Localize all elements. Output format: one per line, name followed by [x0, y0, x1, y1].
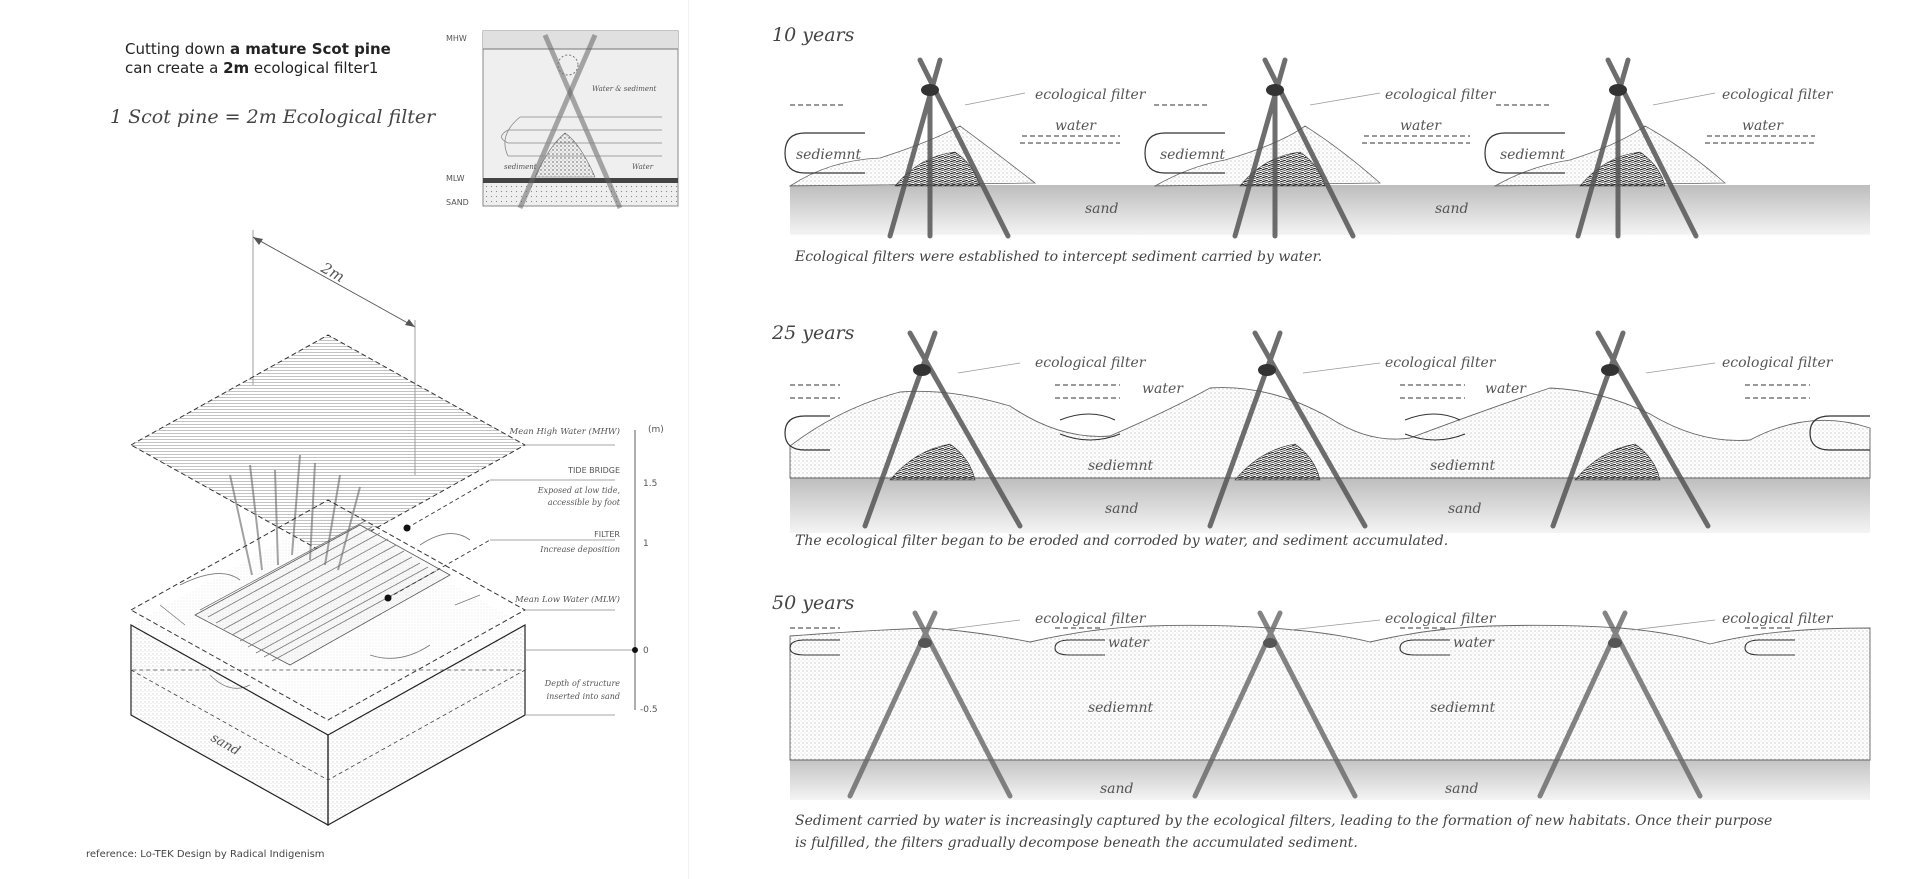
dimension-2m: 2m	[317, 258, 347, 286]
sand-band	[790, 478, 1870, 533]
sediment-label: sediemnt	[1500, 147, 1565, 163]
filter-label: ecological filter	[1035, 87, 1147, 103]
panel-caption: The ecological filter began to be eroded…	[795, 533, 1449, 549]
water-label: water	[1108, 635, 1150, 651]
sediment-body	[789, 387, 1871, 479]
debris-piles	[889, 443, 1661, 481]
leader-lines	[964, 92, 1716, 106]
section-sediment: sediment	[504, 163, 537, 171]
section-mlw: MLW	[446, 174, 465, 183]
sand-label: sand	[1448, 501, 1482, 517]
scale-unit: (m)	[648, 425, 664, 435]
section-water: Water	[632, 163, 654, 171]
tripod-bindings	[921, 84, 1627, 96]
section-debris	[534, 132, 596, 178]
panel-title: 25 years	[772, 322, 855, 344]
leader-lines	[957, 362, 1716, 374]
timeline-illustration-25: ecological filter ecological filter ecol…	[784, 330, 1871, 533]
water-label: water	[1142, 381, 1184, 397]
sand-label: sand	[1100, 781, 1134, 797]
equation-text: 1 Scot pine = 2m Ecological filter	[110, 106, 436, 128]
depth-desc-2: inserted into sand	[547, 692, 620, 701]
sand-label: sand	[1085, 201, 1119, 217]
timeline-illustration-10: ecological filter ecological filter ecol…	[784, 57, 1870, 239]
sediment-label: sediemnt	[1430, 700, 1495, 716]
filter-label: ecological filter	[1385, 87, 1497, 103]
section-water-sediment: Water & sediment	[592, 85, 656, 93]
water-arrows	[790, 384, 1810, 399]
water-label: water	[1055, 118, 1097, 134]
water-label: water	[1453, 635, 1495, 651]
filter-label: ecological filter	[1035, 355, 1147, 371]
sediment-label: sediemnt	[796, 147, 861, 163]
caption-line-1: Sediment carried by water is increasingl…	[795, 813, 1773, 829]
mlw-label: Mean Low Water (MLW)	[514, 594, 620, 605]
return-flow-loops	[784, 132, 1565, 174]
filter-label: ecological filter	[1722, 611, 1834, 627]
water-label: water	[1485, 381, 1527, 397]
water-arrows	[790, 104, 1815, 144]
depth-desc-1: Depth of structure	[544, 679, 620, 688]
sand-label: sand	[1105, 501, 1139, 517]
section-sand: SAND	[446, 198, 469, 207]
filter-label: ecological filter	[1385, 611, 1497, 627]
tide-bridge-desc-1: Exposed at low tide,	[537, 486, 620, 495]
panel-50-years: 50 years	[770, 588, 1910, 873]
scale-1: 1	[643, 539, 649, 549]
filter-label: ecological filter	[1035, 611, 1147, 627]
sediment-label: sediemnt	[1088, 458, 1153, 474]
sediment-label: sediemnt	[1160, 147, 1225, 163]
panel-caption: Ecological filters were established to i…	[795, 249, 1323, 265]
section-diagram: MHW MLW SAND Water & sediment sediment W…	[446, 30, 679, 209]
sand-label: sand	[1435, 201, 1469, 217]
tide-bridge-desc-2: accessible by foot	[548, 498, 621, 507]
filter-label: ecological filter	[1722, 355, 1834, 371]
sand-label: sand	[1445, 781, 1479, 797]
panel-25-years: 25 years	[770, 318, 1910, 558]
return-flow-loops	[784, 415, 1870, 451]
panel-caption: Sediment carried by water is increasingl…	[795, 810, 1905, 854]
scale-0: 0	[643, 646, 649, 656]
filter-title: FILTER	[594, 530, 620, 539]
timeline-illustration-50: ecological filter ecological filter ecol…	[789, 610, 1871, 800]
panel-title: 50 years	[772, 592, 855, 614]
leader-lines	[941, 619, 1716, 631]
sediment-body	[789, 624, 1871, 761]
tripod-bindings	[913, 364, 1619, 376]
scale-neg: -0.5	[640, 705, 658, 715]
water-label: water	[1742, 118, 1784, 134]
debris-piles	[894, 151, 1666, 187]
filter-label: ecological filter	[1722, 87, 1834, 103]
scale-1-5: 1.5	[643, 479, 657, 489]
left-panel: Cutting down a mature Scot pine can crea…	[0, 0, 690, 879]
axonometric-diagram: 2m sand (m) 1.5 1	[129, 230, 664, 827]
caption-line-2: is fulfilled, the filters gradually deco…	[795, 835, 1358, 851]
intro-text: Cutting down a mature Scot pine can crea…	[125, 40, 391, 77]
sediment-label: sediemnt	[1088, 700, 1153, 716]
section-mhw: MHW	[446, 34, 467, 43]
return-flow-loops	[789, 639, 1795, 656]
reference-text: reference: Lo-TEK Design by Radical Indi…	[86, 849, 325, 860]
tide-bridge-title: TIDE BRIDGE	[567, 466, 620, 475]
tripod-bindings	[918, 638, 1622, 648]
panel-10-years: 10 years	[770, 18, 1910, 280]
sand-band	[790, 760, 1870, 800]
filter-label: ecological filter	[1385, 355, 1497, 371]
mhw-label: Mean High Water (MHW)	[509, 426, 621, 437]
filter-desc: Increase deposition	[539, 545, 620, 554]
panel-title: 10 years	[772, 24, 855, 46]
panel-divider	[688, 0, 689, 879]
eddy-arrows	[1059, 413, 1466, 441]
sediment-label: sediemnt	[1430, 458, 1495, 474]
water-label: water	[1400, 118, 1442, 134]
